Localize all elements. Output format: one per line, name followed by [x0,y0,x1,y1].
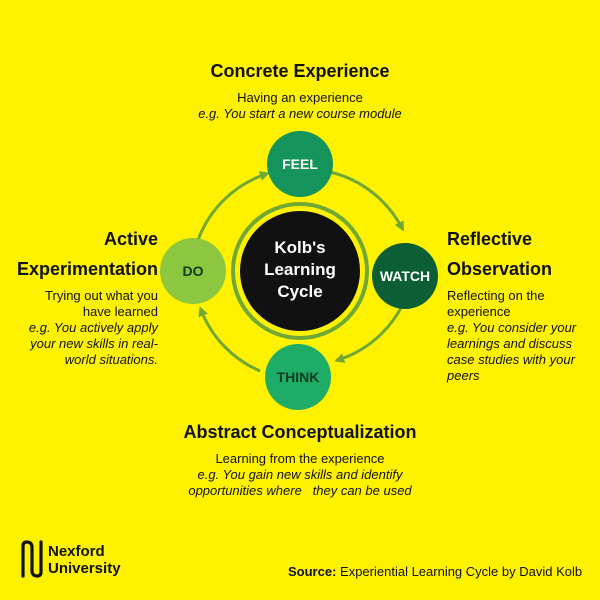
logo-line1: Nexford [48,543,105,560]
reflective-observation-title-line2: Observation [447,259,553,279]
nexford-logo-text: Nexford University [48,543,121,577]
abstract-conceptualization-example-line1: e.g. You gain new skills and identify [197,467,403,482]
abstract-conceptualization-block: Abstract Conceptualization Learning from… [130,421,470,499]
reflective-observation-block: Reflective Observation Reflecting on the… [447,228,597,384]
nexford-logo-icon [21,540,43,578]
active-experimentation-block: Active Experimentation Trying out what y… [5,228,158,368]
source-credit: Source: Experiential Learning Cycle by D… [288,564,588,579]
watch-label: WATCH [380,268,430,284]
reflective-observation-title-line1: Reflective [447,229,533,249]
feel-node [267,131,333,197]
center-circle [240,211,360,331]
center-ring [231,202,369,340]
concrete-experience-desc: Having an experience [237,90,363,105]
active-experimentation-title-line2: Experimentation [16,259,158,279]
abstract-conceptualization-title: Abstract Conceptualization [183,422,417,442]
feel-label: FEEL [282,156,318,172]
center-label-line1: Kolb's [274,238,325,257]
do-node [160,238,226,304]
concrete-experience-example: e.g. You start a new course module [198,106,402,121]
center-label-line3: Cycle [277,282,322,301]
concrete-experience-title: Concrete Experience [210,61,390,81]
abstract-conceptualization-example-line2: opportunities where they can be used [188,483,412,498]
arrow-think-to-do [198,306,261,373]
abstract-conceptualization-desc: Learning from the experience [215,451,385,466]
arrow-watch-to-think [334,303,405,363]
center-label-line2: Learning [264,260,336,279]
source-label: Source: [288,564,337,579]
active-experimentation-desc: Trying out what you have learned [45,288,158,319]
active-experimentation-title-line1: Active [103,229,158,249]
logo-line2: University [48,560,121,577]
think-node [265,344,331,410]
do-label: DO [183,263,204,279]
active-experimentation-example: e.g. You actively apply your new skills … [28,320,158,367]
reflective-observation-example: e.g. You consider your learnings and dis… [447,320,577,383]
source-text: Experiential Learning Cycle by David Kol… [340,564,583,579]
reflective-observation-desc: Reflecting on the experience [447,288,545,319]
think-label: THINK [277,369,320,385]
watch-node [372,243,438,309]
arrow-feel-to-watch [329,170,404,232]
concrete-experience-block: Concrete Experience Having an experience… [150,60,450,122]
arrow-do-to-feel [196,171,270,241]
